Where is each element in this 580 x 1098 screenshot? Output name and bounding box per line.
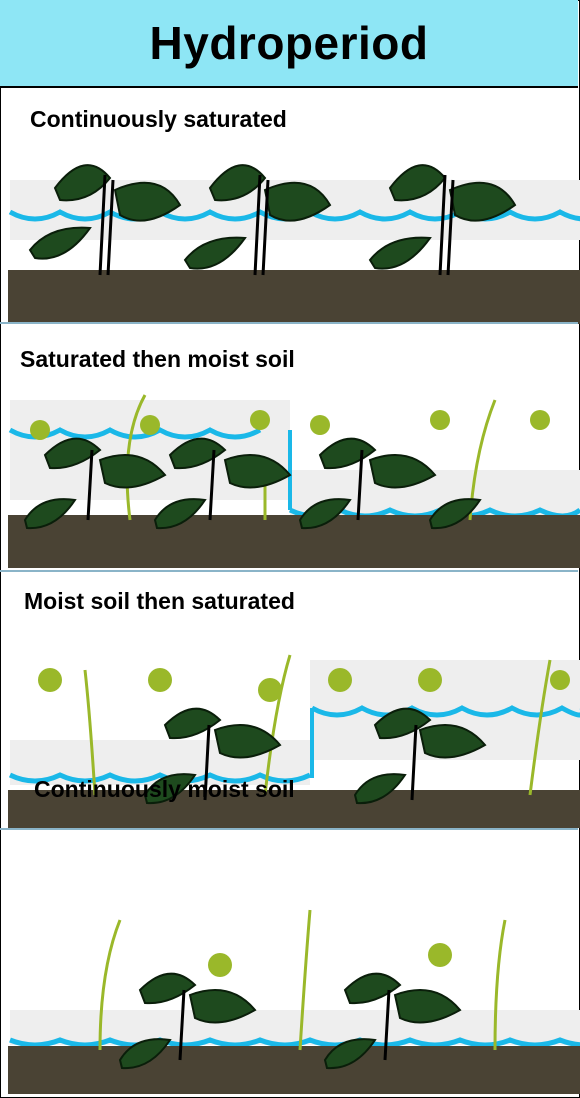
panel-divider (0, 322, 578, 324)
panel-label-moist-then-saturated: Moist soil then saturated (24, 588, 295, 615)
scene-continuously-saturated (0, 150, 580, 326)
title-banner: Hydroperiod (0, 0, 578, 88)
soil (8, 270, 580, 324)
figure-title: Hydroperiod (150, 16, 429, 70)
panel-label-continuously-moist: Continuously moist soil (34, 776, 295, 803)
panel-divider (0, 828, 578, 830)
panel-label-continuously-saturated: Continuously saturated (30, 106, 287, 133)
scene-saturated-then-moist (0, 380, 580, 570)
panel-divider (0, 570, 578, 572)
panel-label-saturated-then-moist: Saturated then moist soil (20, 346, 295, 373)
scene-continuously-moist (0, 860, 580, 1096)
